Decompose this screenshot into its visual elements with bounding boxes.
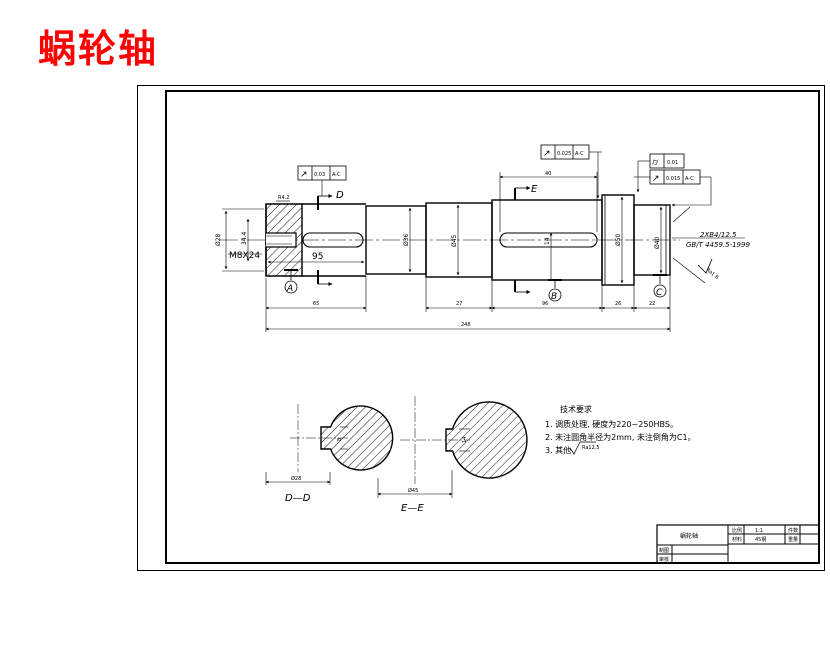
dim-keyway-width: 14 (544, 237, 551, 245)
section-label-dd: D—D (285, 493, 311, 504)
shaft-main-view (220, 194, 680, 286)
requirement-2: 2. 未注圆角半径为2mm, 未注倒角为C1。 (545, 432, 696, 442)
gtol3-value: 0.01 (667, 160, 678, 166)
gtol1-datum: A-C (332, 172, 341, 178)
datum-c: C (656, 288, 663, 298)
title-block-cell-6: 重量 (788, 536, 798, 543)
dim-len-22: 22 (649, 301, 655, 307)
bearing-end (633, 204, 671, 276)
dim-len-96: 96 (542, 301, 548, 307)
ee-width: 14 (462, 437, 468, 443)
dim-total-len: 248 (461, 322, 471, 328)
gtol2-datum: A-C (575, 151, 584, 157)
gtol3-symbol: ⌭ (652, 158, 659, 168)
title-block-cell-1: 比例 (732, 527, 742, 534)
dim-shaft-dia-left: Ø28 (215, 233, 222, 246)
dim-thread: M8X24 (229, 251, 260, 261)
outer-frame (137, 85, 825, 571)
gtol1-value: 0.03 (314, 172, 325, 178)
gtol1-symbol: ↗ (300, 170, 308, 180)
center-hole-spec: 2XB4/12.5 (700, 231, 737, 239)
page-title: 蜗轮轴 (38, 26, 159, 71)
dim-len-65: 65 (313, 301, 319, 307)
title-block (656, 524, 820, 564)
dim-keyway-depth: 34.4 (241, 231, 248, 245)
datum-b: B (551, 292, 557, 302)
dd-dia: Ø28 (291, 475, 301, 482)
title-block-part-name: 蜗轮轴 (680, 532, 698, 540)
keyway-mid (499, 232, 598, 248)
inner-frame (165, 90, 820, 564)
keyway-left (302, 232, 364, 248)
gtol4-datum: A-C (685, 176, 694, 182)
section-label-ee: E—E (401, 503, 424, 514)
gtol4-symbol: ↗ (652, 174, 660, 184)
dd-width: 8 (337, 438, 343, 441)
datum-a: A (286, 284, 293, 294)
dim-len-26: 26 (615, 301, 621, 307)
dim-bearing-dia: Ø50 (615, 233, 622, 246)
section-d-d (265, 404, 394, 485)
dim-chamfer: R4.2 (278, 195, 289, 201)
requirement-1: 1. 调质处理, 硬度为220~250HBS。 (545, 419, 678, 429)
requirement-3: 3. 其他 (545, 445, 571, 455)
title-block-cell-4: 材料 (732, 536, 742, 543)
dim-end-dia: Ø40 (654, 236, 661, 249)
section-mark-d-top: D (336, 190, 344, 201)
gtol2-value: 0.025 (557, 151, 571, 157)
dim-seat-dia-3: Ø45 (451, 234, 458, 247)
center-hole-standard: GB/T 4459.5-1999 (686, 241, 750, 249)
dim-key-length: 40 (545, 171, 551, 177)
gtol4-value: 0.015 (666, 176, 680, 182)
requirements-heading: 技术要求 (560, 404, 592, 414)
title-block-drawn: 制图 (659, 547, 669, 554)
title-block-cell-5: 45钢 (755, 536, 766, 543)
dim-len-95: 95 (312, 252, 323, 262)
requirement-3-roughness: Ra12.5 (582, 445, 600, 451)
section-mark-e-top: E (531, 184, 538, 195)
gtol2-symbol: ↗ (543, 149, 551, 159)
section-e-e (377, 396, 528, 498)
dim-len-27: 27 (456, 301, 462, 307)
threaded-hole (266, 232, 297, 248)
roughness-symbol (569, 441, 596, 455)
title-block-cell-3: 件数 (788, 527, 798, 534)
ee-dia: Ø45 (408, 487, 418, 494)
dim-seat-dia-2: Ø36 (403, 233, 410, 246)
roughness-note: Ra1.6 (705, 267, 720, 281)
title-block-checked: 审核 (659, 556, 669, 563)
title-block-cell-2: 1:1 (755, 528, 763, 534)
